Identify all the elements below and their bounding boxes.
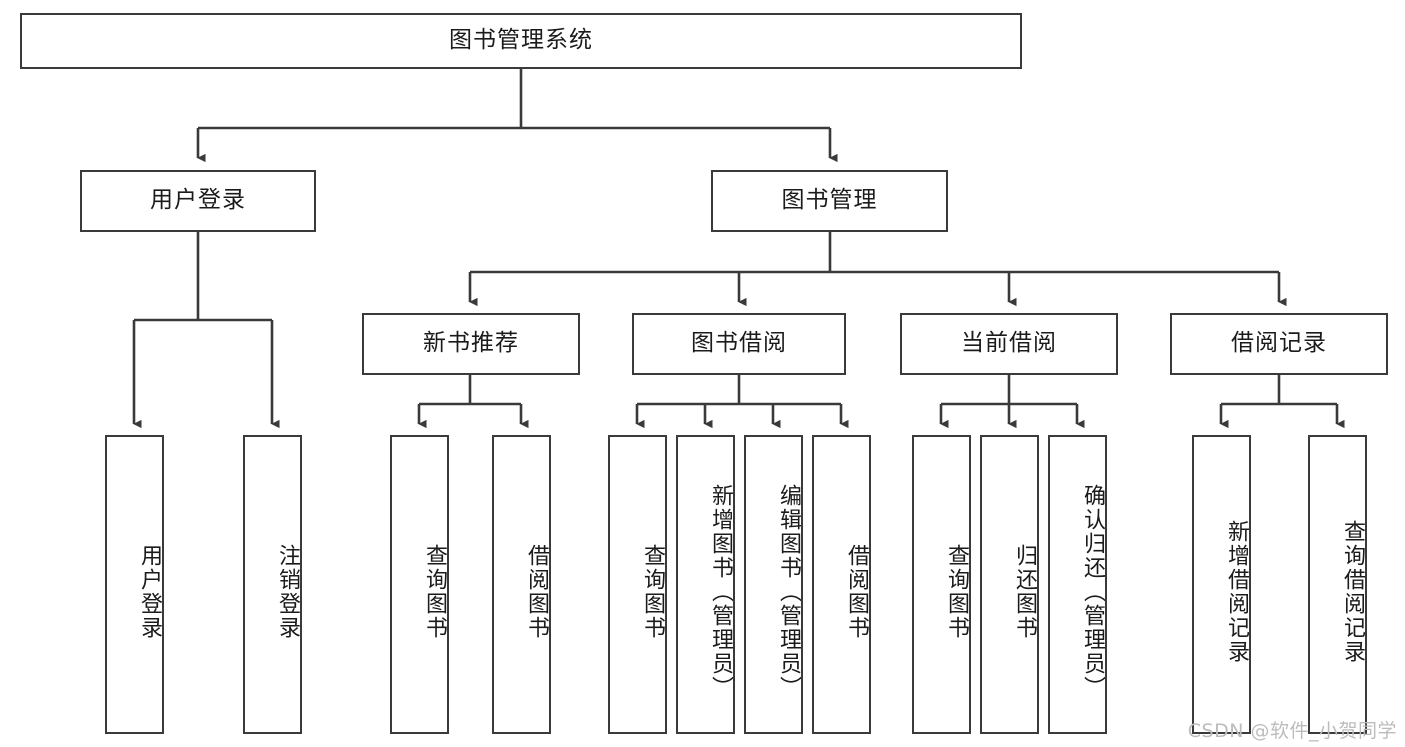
- leaf-borrow-add-book-admin[interactable]: 新增图书（管理员）: [676, 435, 735, 734]
- leaf-user-logout[interactable]: 注销登录: [243, 435, 302, 734]
- leaf-recommend-query-book[interactable]: 查询图书: [390, 435, 449, 734]
- node-book-management[interactable]: 图书管理: [711, 170, 948, 232]
- node-label: 用户登录: [137, 543, 162, 640]
- leaf-record-add-borrow-record[interactable]: 新增借阅记录: [1192, 435, 1251, 734]
- node-label: 编辑图书（管理员）: [776, 483, 801, 700]
- node-label: 借阅记录: [1231, 330, 1327, 357]
- node-new-book-recommend[interactable]: 新书推荐: [362, 313, 580, 375]
- leaf-current-confirm-return-admin[interactable]: 确认归还（管理员）: [1048, 435, 1107, 734]
- node-label: 查询图书: [640, 543, 665, 640]
- leaf-user-login[interactable]: 用户登录: [105, 435, 164, 734]
- node-label: 查询图书: [422, 543, 447, 640]
- node-label: 用户登录: [150, 187, 246, 214]
- watermark: CSDN @软件_小贺同学: [1187, 720, 1397, 742]
- leaf-borrow-borrow-book[interactable]: 借阅图书: [812, 435, 871, 734]
- node-current-borrow[interactable]: 当前借阅: [900, 313, 1118, 375]
- node-label: 借阅图书: [844, 543, 869, 640]
- node-label: 当前借阅: [961, 330, 1057, 357]
- node-label: 新书推荐: [423, 330, 519, 357]
- leaf-borrow-query-book[interactable]: 查询图书: [608, 435, 667, 734]
- node-label: 图书借阅: [691, 330, 787, 357]
- node-label: 新增图书（管理员）: [708, 483, 733, 700]
- node-borrow-record[interactable]: 借阅记录: [1170, 313, 1388, 375]
- node-label: 查询借阅记录: [1340, 519, 1365, 664]
- leaf-recommend-borrow-book[interactable]: 借阅图书: [492, 435, 551, 734]
- node-label: 确认归还（管理员）: [1080, 483, 1105, 700]
- leaf-current-return-book[interactable]: 归还图书: [980, 435, 1039, 734]
- node-label: 图书管理系统: [449, 27, 593, 54]
- node-book-borrow[interactable]: 图书借阅: [632, 313, 846, 375]
- node-label: 查询图书: [944, 543, 969, 640]
- leaf-record-query-borrow-record[interactable]: 查询借阅记录: [1308, 435, 1367, 734]
- node-user-login[interactable]: 用户登录: [80, 170, 316, 232]
- node-label: 新增借阅记录: [1224, 519, 1249, 664]
- leaf-borrow-edit-book-admin[interactable]: 编辑图书（管理员）: [744, 435, 803, 734]
- node-label: 借阅图书: [524, 543, 549, 640]
- node-label: 归还图书: [1012, 543, 1037, 640]
- node-label: 注销登录: [275, 543, 300, 640]
- leaf-current-query-book[interactable]: 查询图书: [912, 435, 971, 734]
- node-label: 图书管理: [781, 187, 878, 214]
- node-root-book-management-system[interactable]: 图书管理系统: [20, 13, 1022, 69]
